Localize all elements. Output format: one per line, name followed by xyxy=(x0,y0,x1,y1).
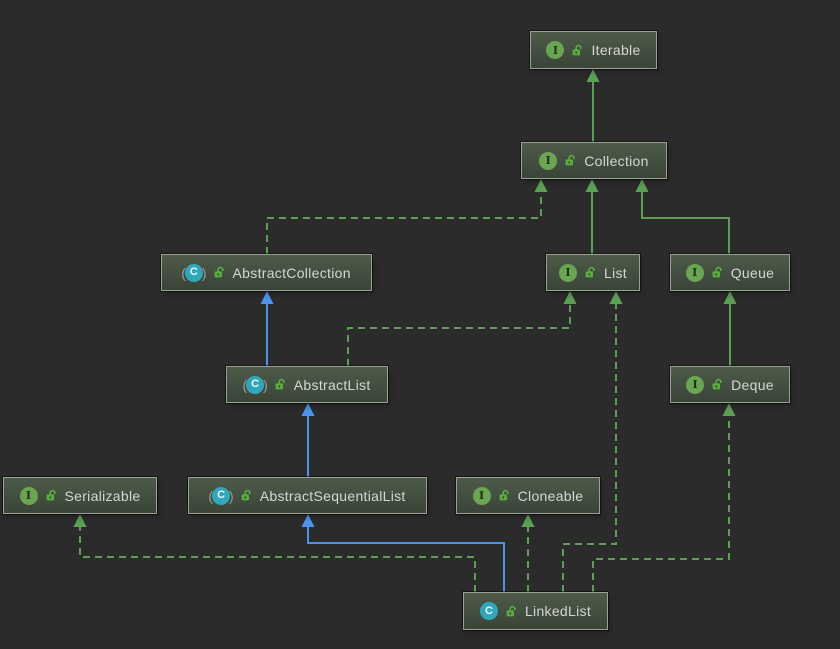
public-open-lock-icon xyxy=(499,489,509,501)
class-name-label: Serializable xyxy=(64,487,141,504)
public-open-lock-icon xyxy=(506,605,516,616)
interface-icon: I xyxy=(686,375,705,394)
public-open-lock-icon xyxy=(275,378,285,390)
edge-extends-linkedlist-to-abstractsequentiallist xyxy=(307,525,505,592)
class-name-label: Iterable xyxy=(591,42,641,58)
type-icon: I xyxy=(19,486,38,505)
arrowhead-abstractlist-to-list xyxy=(563,291,577,304)
class-node-abstractsequentiallist[interactable]: (C) AbstractSequentialList xyxy=(188,477,427,514)
edge-extends-queue-to-collection xyxy=(641,190,730,254)
arrowhead-linkedlist-to-serializable xyxy=(73,514,87,527)
class-name-label: Queue xyxy=(730,264,775,281)
class-name-label: AbstractCollection xyxy=(232,264,351,281)
class-node-serializable[interactable]: I Serializable xyxy=(3,477,157,514)
public-open-lock-icon xyxy=(585,266,595,278)
interface-icon: I xyxy=(559,263,577,282)
interface-icon: I xyxy=(685,263,704,282)
abstract-paren-right: ) xyxy=(201,264,207,281)
abstract-paren-right: ) xyxy=(229,487,234,504)
class-name-label: List xyxy=(604,264,627,281)
edge-implements-abstractcollection-to-collection xyxy=(266,190,542,254)
type-icon: I xyxy=(472,486,491,505)
class-node-abstractlist[interactable]: (C) AbstractList xyxy=(226,366,388,403)
edge-implements-linkedlist-to-deque xyxy=(592,414,730,592)
public-open-lock-icon xyxy=(241,489,251,501)
arrowhead-linkedlist-to-abstractsequentiallist xyxy=(301,514,315,527)
class-name-label: Collection xyxy=(584,152,649,169)
class-name-label: LinkedList xyxy=(524,603,592,619)
abstract-class-icon: C xyxy=(212,486,231,505)
abstract-paren-left: ( xyxy=(181,264,186,281)
interface-icon: I xyxy=(19,486,38,505)
class-node-queue[interactable]: I Queue xyxy=(670,254,790,291)
edge-implements-linkedlist-to-list xyxy=(562,302,617,592)
class-icon: C xyxy=(479,602,498,620)
public-open-lock-icon xyxy=(46,489,56,501)
class-node-linkedlist[interactable]: C LinkedList xyxy=(463,592,608,630)
class-node-cloneable[interactable]: I Cloneable xyxy=(456,477,600,514)
class-node-deque[interactable]: I Deque xyxy=(670,366,790,403)
public-open-lock-icon xyxy=(214,266,224,278)
arrowhead-deque-to-queue xyxy=(723,291,737,304)
public-open-lock-icon xyxy=(712,266,722,278)
abstract-class-icon: (C) xyxy=(242,375,268,394)
class-name-label: AbstractList xyxy=(293,376,371,393)
public-open-lock-icon xyxy=(565,154,575,166)
public-open-lock-icon xyxy=(712,378,722,390)
arrowhead-linkedlist-to-list xyxy=(609,291,623,304)
type-icon: I xyxy=(685,263,704,282)
class-node-collection[interactable]: I Collection xyxy=(521,142,667,179)
abstract-paren-left: ( xyxy=(242,376,248,393)
arrowhead-queue-to-collection xyxy=(635,179,649,192)
arrowhead-linkedlist-to-deque xyxy=(722,403,736,416)
interface-icon: I xyxy=(539,151,558,170)
edge-implements-linkedlist-to-serializable xyxy=(79,525,476,592)
class-node-iterable[interactable]: I Iterable xyxy=(530,31,657,69)
class-name-label: AbstractSequentialList xyxy=(259,487,406,504)
abstract-class-icon: C xyxy=(246,375,265,394)
abstract-class-icon: C xyxy=(184,263,203,282)
interface-icon: I xyxy=(546,41,565,59)
class-name-label: Cloneable xyxy=(517,487,584,504)
abstract-paren-left: ( xyxy=(208,487,214,504)
type-icon: C xyxy=(479,602,498,620)
arrowhead-list-to-collection xyxy=(585,179,599,192)
arrowhead-abstractlist-to-abstractcollection xyxy=(260,291,274,304)
public-open-lock-icon xyxy=(573,44,583,55)
interface-icon: I xyxy=(472,486,491,505)
abstract-paren-right: ) xyxy=(263,376,268,393)
arrowhead-collection-to-iterable xyxy=(586,69,600,82)
type-icon: I xyxy=(546,41,565,59)
abstract-class-icon: (C) xyxy=(181,263,207,282)
arrowhead-abstractcollection-to-collection xyxy=(534,179,548,192)
class-node-abstractcollection[interactable]: (C) AbstractCollection xyxy=(161,254,372,291)
class-name-label: Deque xyxy=(731,376,774,393)
arrowhead-abstractsequentiallist-to-abstractlist xyxy=(301,403,315,416)
class-node-list[interactable]: I List xyxy=(546,254,640,291)
type-icon: I xyxy=(539,151,558,170)
abstract-class-icon: (C) xyxy=(208,486,234,505)
arrowhead-linkedlist-to-cloneable xyxy=(521,514,535,527)
edge-implements-abstractlist-to-list xyxy=(347,302,571,366)
type-icon: I xyxy=(686,375,705,394)
type-icon: I xyxy=(559,263,577,282)
